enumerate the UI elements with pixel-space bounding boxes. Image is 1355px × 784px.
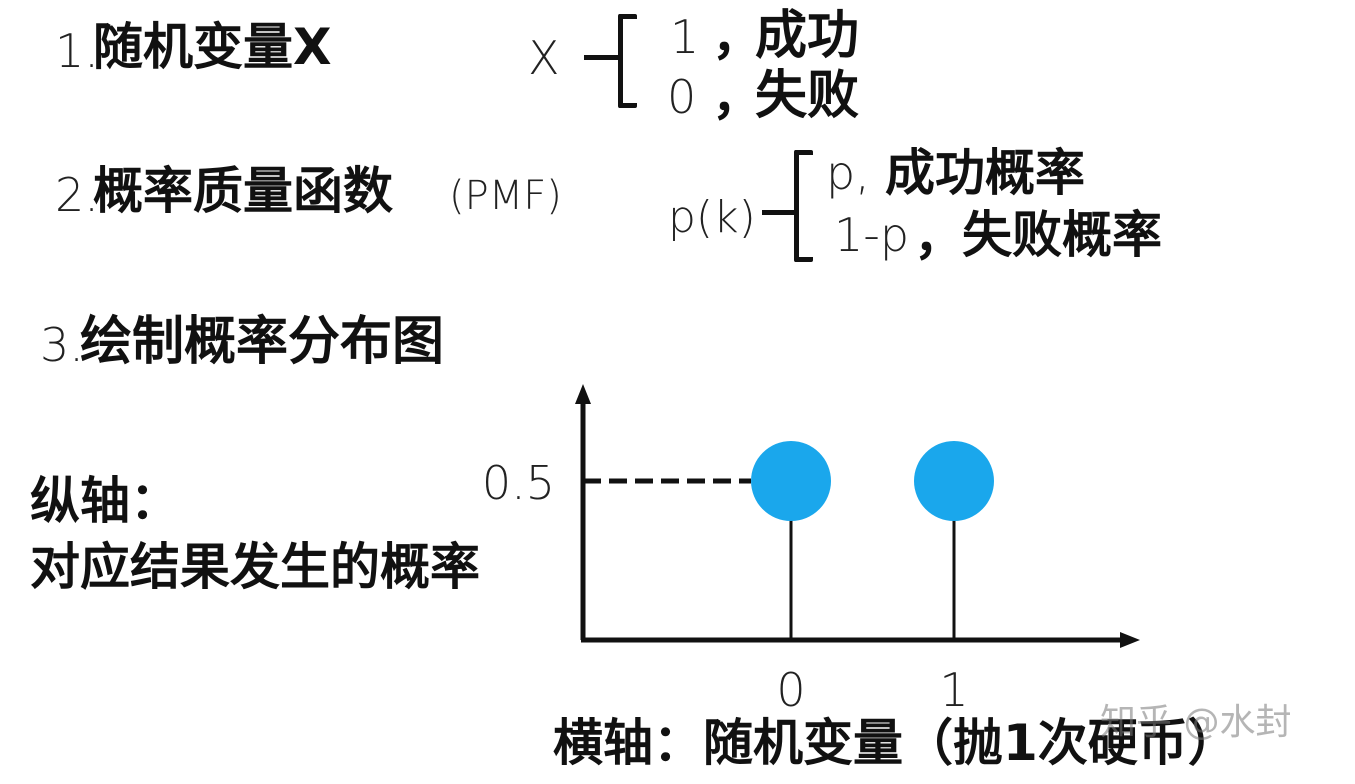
case-failure-label: 失败 [755, 66, 860, 126]
x-tick-label: 1 [939, 663, 968, 717]
section1-brace-tick [584, 55, 620, 60]
section2-brace [794, 150, 813, 262]
case-1-p-value: 1-p [834, 208, 910, 262]
section2-title: 概率质量函数 [93, 162, 393, 220]
case-p-value: p, [826, 146, 870, 200]
section2-abbr: (PMF) [449, 173, 562, 219]
y-axis-note-title: 纵轴： [30, 472, 180, 530]
y-axis-note-desc: 对应结果发生的概率 [30, 538, 480, 596]
section1-title: 随机变量X [93, 18, 332, 76]
pmf-function: p(k) [668, 192, 756, 243]
y-tick-label: 0.5 [482, 456, 555, 510]
case-success-sep: ， [712, 8, 762, 66]
case-failure-sep: ， [712, 68, 762, 126]
section1-brace [618, 14, 637, 108]
section3-title: 绘制概率分布图 [80, 312, 445, 372]
case-p-label: 成功概率 [885, 144, 1085, 202]
case-1-p-sep: ， [914, 208, 964, 266]
section1-number: 1. [55, 24, 99, 78]
x-tick-label: 0 [776, 663, 805, 717]
case-success-label: 成功 [755, 6, 860, 66]
section1-variable: X [528, 31, 560, 85]
stem-marker [751, 441, 831, 521]
case-failure-value: 0 [667, 70, 697, 124]
x-axis-arrow [1120, 632, 1140, 648]
section3-number: 3. [40, 318, 84, 372]
x-axis-note: 横轴：随机变量（抛1次硬币） [553, 714, 1238, 772]
watermark: 知乎 @水封 [1100, 702, 1292, 743]
section2-brace-tick [762, 210, 796, 215]
case-1-p-label: 失败概率 [962, 206, 1162, 264]
case-success-value: 1 [670, 10, 700, 64]
stem-marker [914, 441, 994, 521]
section2-number: 2. [55, 168, 99, 222]
y-axis-arrow [575, 384, 591, 404]
